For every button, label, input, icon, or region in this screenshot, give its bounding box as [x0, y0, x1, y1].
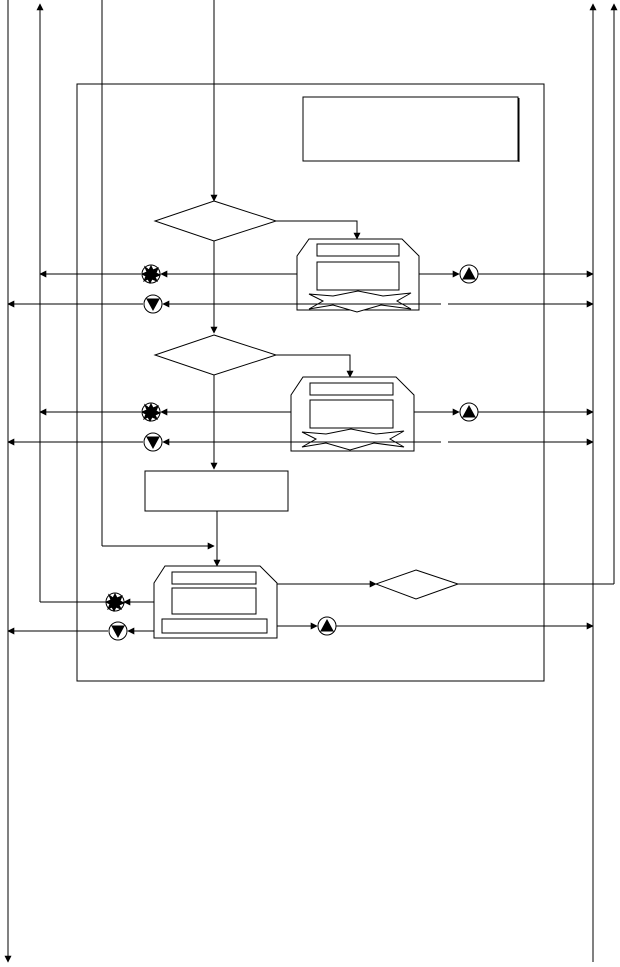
final-card-header — [171, 571, 257, 585]
star-connector-icon — [140, 402, 162, 423]
process-card-2-body — [309, 399, 394, 429]
up-triangle-connector-icon — [317, 616, 337, 636]
process-card-2-burst — [301, 428, 405, 451]
process-card-1-burst — [308, 290, 412, 313]
up-triangle-connector-icon — [459, 264, 479, 284]
decision-2-branch-line — [276, 354, 354, 378]
down-triangle-connector-icon — [143, 432, 163, 452]
up-triangle-connector-icon — [459, 402, 479, 422]
process-card-2-header — [309, 382, 394, 396]
process-card-1-header — [316, 243, 400, 257]
final-card-footer — [161, 618, 268, 634]
star-connector-icon — [104, 592, 126, 613]
outer-frame — [76, 83, 545, 682]
decision-diamond-1 — [153, 200, 278, 242]
decision-diamond-3 — [374, 569, 460, 600]
decision-1-branch-line — [276, 220, 361, 240]
star-connector-icon — [140, 264, 162, 285]
down-triangle-connector-icon — [108, 621, 128, 641]
down-triangle-connector-icon — [143, 294, 163, 314]
decision-diamond-2 — [153, 334, 278, 376]
process-card-1-body — [316, 261, 400, 291]
process-box — [144, 470, 289, 512]
final-card-body — [171, 587, 257, 615]
note-box — [302, 96, 519, 162]
